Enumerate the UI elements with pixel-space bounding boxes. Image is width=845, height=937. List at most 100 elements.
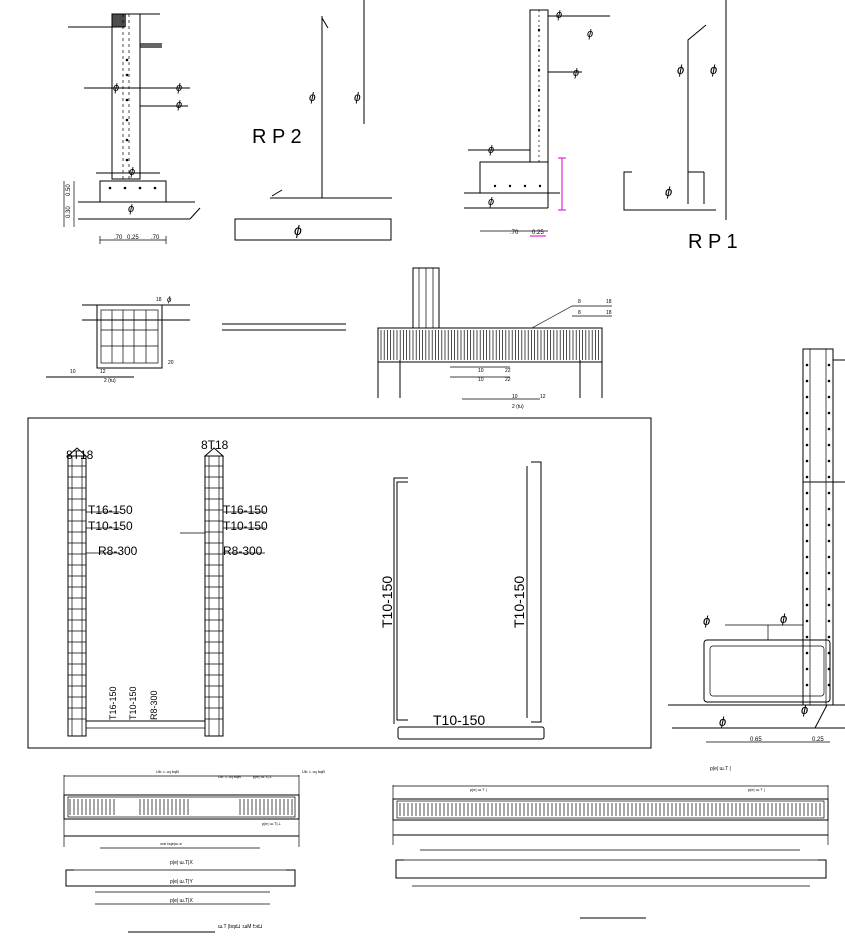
wall-dim-b1: .70 [114,235,123,241]
footing-elevation-detail: 8 8 18 18 10 22 10 22 10 12 2 (tu) [377,267,612,410]
right-l-dim-2: 0.25 [812,737,824,743]
bl-mid-1: p|e| ɯ.T|⊥ [253,774,273,779]
bl-note-3: Ub: L ɔq bqB [302,769,325,774]
wall-phi-1: ϕ [113,82,119,94]
rebar-dot [805,395,809,399]
rebar-dot [827,395,831,399]
rebar-dot [827,603,831,607]
bar-right-label: T10-150 [511,576,527,628]
bl-mid-2: p|e| ɯ.T|⊥ [262,821,282,826]
rebar-dot [827,427,831,431]
bl-under-text: ɔvɐ bqe|ɯ ɐ [160,841,182,846]
bar-left-label: T10-150 [379,576,395,628]
bottom-right-beam-elevation: p|e| ɯ.T | p|e| ɯ.T | p|e| ɯ.T | [392,766,829,919]
double-line-separator [222,323,346,331]
bottom-right-hatch [399,803,821,816]
right-t16-label: T16-150 [223,503,268,517]
rp2-label: R P 2 [252,126,302,148]
elev-label-1: 8 [578,299,581,305]
left-t10-label: T10-150 [88,519,133,533]
elev-label-5: 10 [478,368,484,374]
column-ticks [68,465,223,720]
wall-dim-s2: 0.50 [66,184,72,196]
rebar-dot [827,443,831,447]
elev-label-6: 22 [505,368,511,374]
rebar-dot [805,651,809,655]
rebar-dot [805,587,809,591]
rebar-dot [827,363,831,367]
rebar-dot [827,555,831,559]
beam-section-detail: 18 ϕ 20 10 12 2 (tu) [46,295,190,384]
footing-hatch [380,330,599,360]
rp2-detail: R P 2 ϕ ϕ ϕ [234,0,392,241]
rebar-dot [805,411,809,415]
rebar-dot [827,459,831,463]
br-label-3: p|e| ɯ.T | [748,787,765,792]
right-l-dim-1: 0.65 [750,737,762,743]
right-r8-label: R8-300 [223,544,263,558]
l-wall-dim-2: 0.25 [532,230,544,236]
rebar-dot [805,427,809,431]
l-wall-detail: ϕ ϕ ϕ ϕ ϕ .70 0.25 [464,9,610,237]
l-wall-phi-2: ϕ [587,28,593,40]
elev-label-9: 10 [512,394,518,400]
wall-dots [108,58,157,190]
right-column-top-label: 8T18 [201,438,229,452]
left-r8-label: R8-300 [98,544,138,558]
wall-phi-2: ϕ [176,82,182,94]
beam-top-phi: ϕ [167,295,172,304]
beam-mid: 12 [100,369,106,375]
right-l-wall-detail: ϕ ϕ ϕ ϕ 0.65 0.25 [668,348,845,743]
beam-left: 10 [70,369,76,375]
bottom-vert-2: T10-150 [128,686,138,720]
rebar-dot [805,379,809,383]
rebar-dot [805,555,809,559]
bl-note-2: Ub: L ɔq bqB [218,774,241,779]
wall-dim-b3: .70 [151,235,160,241]
elev-label-4: 18 [606,310,612,316]
left-column-top-label: 8T18 [66,448,94,462]
right-t10-label: T10-150 [223,519,268,533]
rebar-dot [805,603,809,607]
rebar-dot [827,379,831,383]
wall-phi-5: ϕ [128,203,134,215]
bottom-left-beam-elevation: Ub: L ɔq bqB Ub: L ɔq bqB Ub: L ɔq bqB p… [63,769,325,933]
rp2-phi-1: ϕ [309,90,316,104]
bl-bar-label-1: p|e| ɯ.T|X [170,860,193,866]
rebar-dot [805,363,809,367]
l-wall-phi-4: ϕ [488,144,494,156]
bottom-vert-1: T16-150 [108,686,118,720]
bl-bar-label-3: p|e| ɯ.T|X [170,898,193,904]
rebar-dot [827,587,831,591]
br-label-2: p|e| ɯ.T | [470,787,487,792]
rebar-dot [827,619,831,623]
rebar-dot [805,683,809,687]
br-label-1: p|e| ɯ.T | [710,766,731,772]
l-wall-dim-1: .70 [510,230,519,236]
rp1-detail: R P 1 ϕ ϕ ϕ [623,0,738,253]
rebar-dot [827,635,831,639]
rp2-phi-2: ϕ [354,90,361,104]
l-wall-phi-5: ϕ [488,196,494,208]
rebar-dot [805,667,809,671]
rebar-dot [827,475,831,479]
rp1-phi-1: ϕ [677,62,684,77]
bar-bottom-label: T10-150 [433,712,485,728]
rebar-dot [827,571,831,575]
beam-bottom-text: 2 (tu) [104,378,116,384]
right-wall-dots [805,363,831,687]
wall-dim-s1: 0.30 [66,206,72,218]
rebar-dot [827,539,831,543]
l-wall-dots [493,28,542,188]
rebar-dot [805,539,809,543]
bl-bar-label-2: p|e| ɯ.T|Y [170,879,193,885]
bl-caption: ɯ.T |bqd⅃ :ɯM fɔd⅃ [218,924,263,930]
rp1-label: R P 1 [688,231,738,253]
right-l-phi-3: ϕ [719,714,726,729]
rebar-dot [805,475,809,479]
wall-phi-4: ϕ [129,166,135,178]
left-t16-label: T16-150 [88,503,133,517]
elev-label-2: 8 [578,310,581,316]
l-wall-phi-3: ϕ [573,67,579,79]
rebar-dot [805,571,809,575]
